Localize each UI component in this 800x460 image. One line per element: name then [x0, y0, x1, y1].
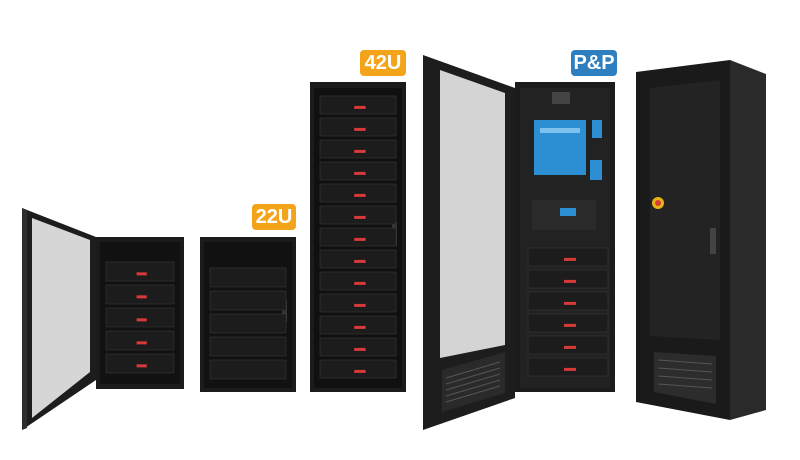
battery-module: [209, 267, 287, 288]
badge-pp: P&P: [571, 50, 617, 76]
battery-module: [319, 95, 397, 115]
battery-module: [209, 313, 287, 334]
battery-module: [527, 247, 609, 267]
battery-module: [527, 291, 609, 311]
battery-module: [105, 353, 175, 374]
battery-module: [319, 271, 397, 291]
battery-module: [319, 293, 397, 313]
badge-42u: 42U: [360, 50, 406, 76]
battery-module: [105, 284, 175, 305]
battery-module: [319, 117, 397, 137]
small-open-cabinet: [22, 208, 184, 430]
vent-grille: [445, 361, 501, 403]
cabinet-pp-open: [423, 55, 615, 430]
battery-module: [527, 357, 609, 377]
battery-module: [319, 161, 397, 181]
battery-module: [319, 205, 397, 225]
battery-module: [319, 249, 397, 269]
battery-module: [209, 359, 287, 380]
battery-module: [319, 337, 397, 357]
battery-module: [105, 330, 175, 351]
battery-module: [319, 227, 397, 247]
battery-module: [319, 183, 397, 203]
badge-22u: 22U: [252, 204, 296, 230]
cabinet-22u: [200, 237, 296, 392]
battery-module: [527, 335, 609, 355]
cabinet-pp-closed: [636, 60, 766, 420]
cabinet-42u: [310, 82, 406, 392]
battery-module: [319, 315, 397, 335]
battery-module: [209, 336, 287, 357]
battery-module: [319, 139, 397, 159]
battery-module: [527, 313, 609, 333]
battery-module: [527, 269, 609, 289]
battery-module: [209, 290, 287, 311]
battery-module: [319, 359, 397, 379]
battery-module: [105, 261, 175, 282]
battery-module: [105, 307, 175, 328]
